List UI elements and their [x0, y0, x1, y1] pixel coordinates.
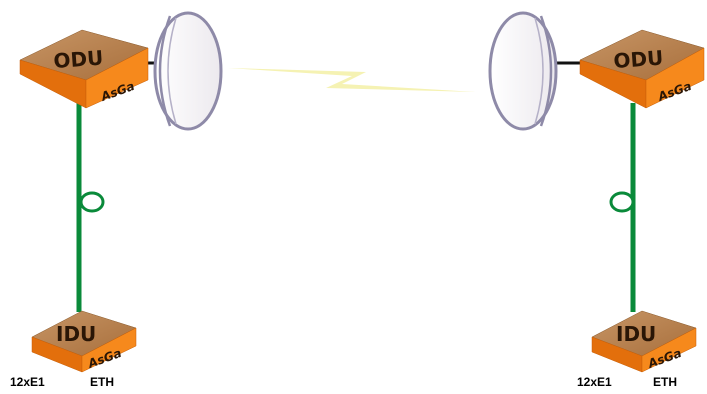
- right-idu-box: IDU AsGa: [592, 311, 696, 372]
- right-dish-antenna: [490, 13, 556, 129]
- right-idu-title: IDU: [616, 322, 656, 346]
- left-odu-box: ODU AsGa: [20, 30, 148, 108]
- lightning-bolt-icon: [228, 68, 476, 92]
- left-port-eth: ETH: [90, 375, 114, 389]
- left-site: ODU AsGa IDU AsGa 12xE1 ETH: [10, 13, 221, 389]
- right-site: ODU AsGa IDU AsGa 12xE1 ETH: [490, 13, 704, 389]
- ferrite-ring-icon: [611, 193, 633, 211]
- left-idu-box: IDU AsGa: [32, 311, 136, 372]
- right-port-eth: ETH: [653, 375, 677, 389]
- right-odu-title: ODU: [613, 46, 664, 73]
- ferrite-ring-icon: [81, 193, 103, 211]
- left-idu-title: IDU: [56, 322, 96, 346]
- left-dish-antenna: [155, 13, 221, 129]
- left-port-e1: 12xE1: [10, 375, 45, 389]
- right-odu-box: ODU AsGa: [580, 30, 704, 108]
- left-odu-title: ODU: [53, 46, 104, 73]
- right-port-e1: 12xE1: [577, 375, 612, 389]
